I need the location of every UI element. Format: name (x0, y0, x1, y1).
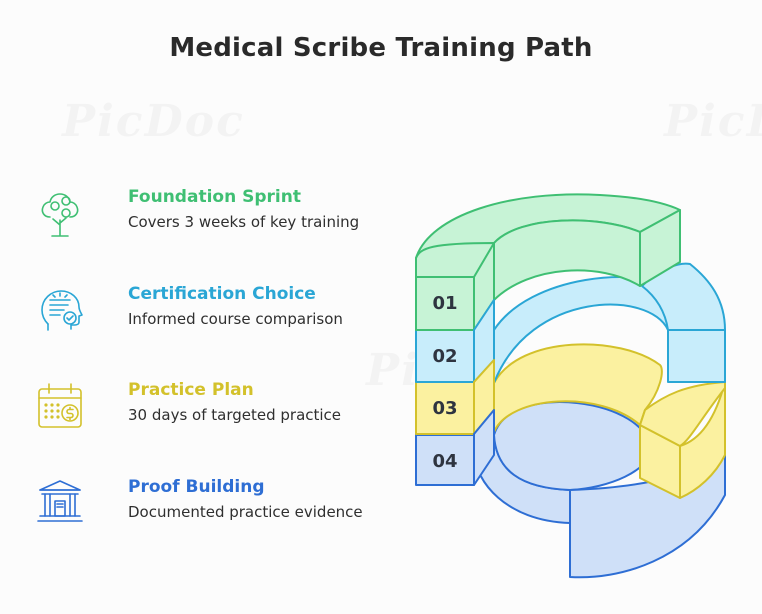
layer-01-label-face (415, 276, 475, 331)
step-proof-building: Proof Building Documented practice evide… (36, 477, 376, 557)
step-description: Informed course comparison (128, 310, 343, 328)
step-description: 30 days of targeted practice (128, 406, 342, 424)
step-practice-plan: Practice Plan 30 days of targeted practi… (36, 380, 376, 460)
step-number-01: 01 (432, 293, 457, 314)
page-title: Medical Scribe Training Path (169, 33, 593, 63)
layer-02-label-face (415, 329, 475, 383)
calendar-dollar-icon (38, 383, 82, 428)
institution-building-icon (37, 480, 83, 522)
step-description: Covers 3 weeks of key training (128, 213, 360, 231)
layer-03-label-face (415, 381, 475, 435)
layer-04-riser (473, 409, 495, 486)
layer-02-end-face (667, 329, 726, 383)
head-checklist-icon (41, 290, 83, 331)
step-number-02: 02 (432, 346, 457, 367)
layer-04-label-face (415, 434, 475, 486)
layer-01-inner-face (493, 219, 641, 301)
layer-03-top-ledge (639, 381, 726, 447)
layer-03-top-face (493, 343, 663, 433)
layer-01: 01 (415, 193, 681, 331)
step-certification-choice: Certification Choice Informed course com… (36, 284, 376, 364)
step-number-04: 04 (432, 451, 457, 472)
money-tree-icon (41, 193, 79, 237)
step-foundation-sprint: Foundation Sprint Covers 3 weeks of key … (36, 187, 376, 267)
step-heading: Proof Building (128, 477, 265, 497)
step-heading: Foundation Sprint (128, 187, 301, 207)
step-heading: Practice Plan (128, 380, 254, 400)
step-description: Documented practice evidence (128, 503, 363, 521)
step-number-03: 03 (432, 398, 457, 419)
layer-03: 03 (415, 343, 726, 499)
step-heading: Certification Choice (128, 284, 316, 304)
layer-03-outer-face (679, 381, 726, 499)
layer-02: 02 (415, 262, 726, 384)
